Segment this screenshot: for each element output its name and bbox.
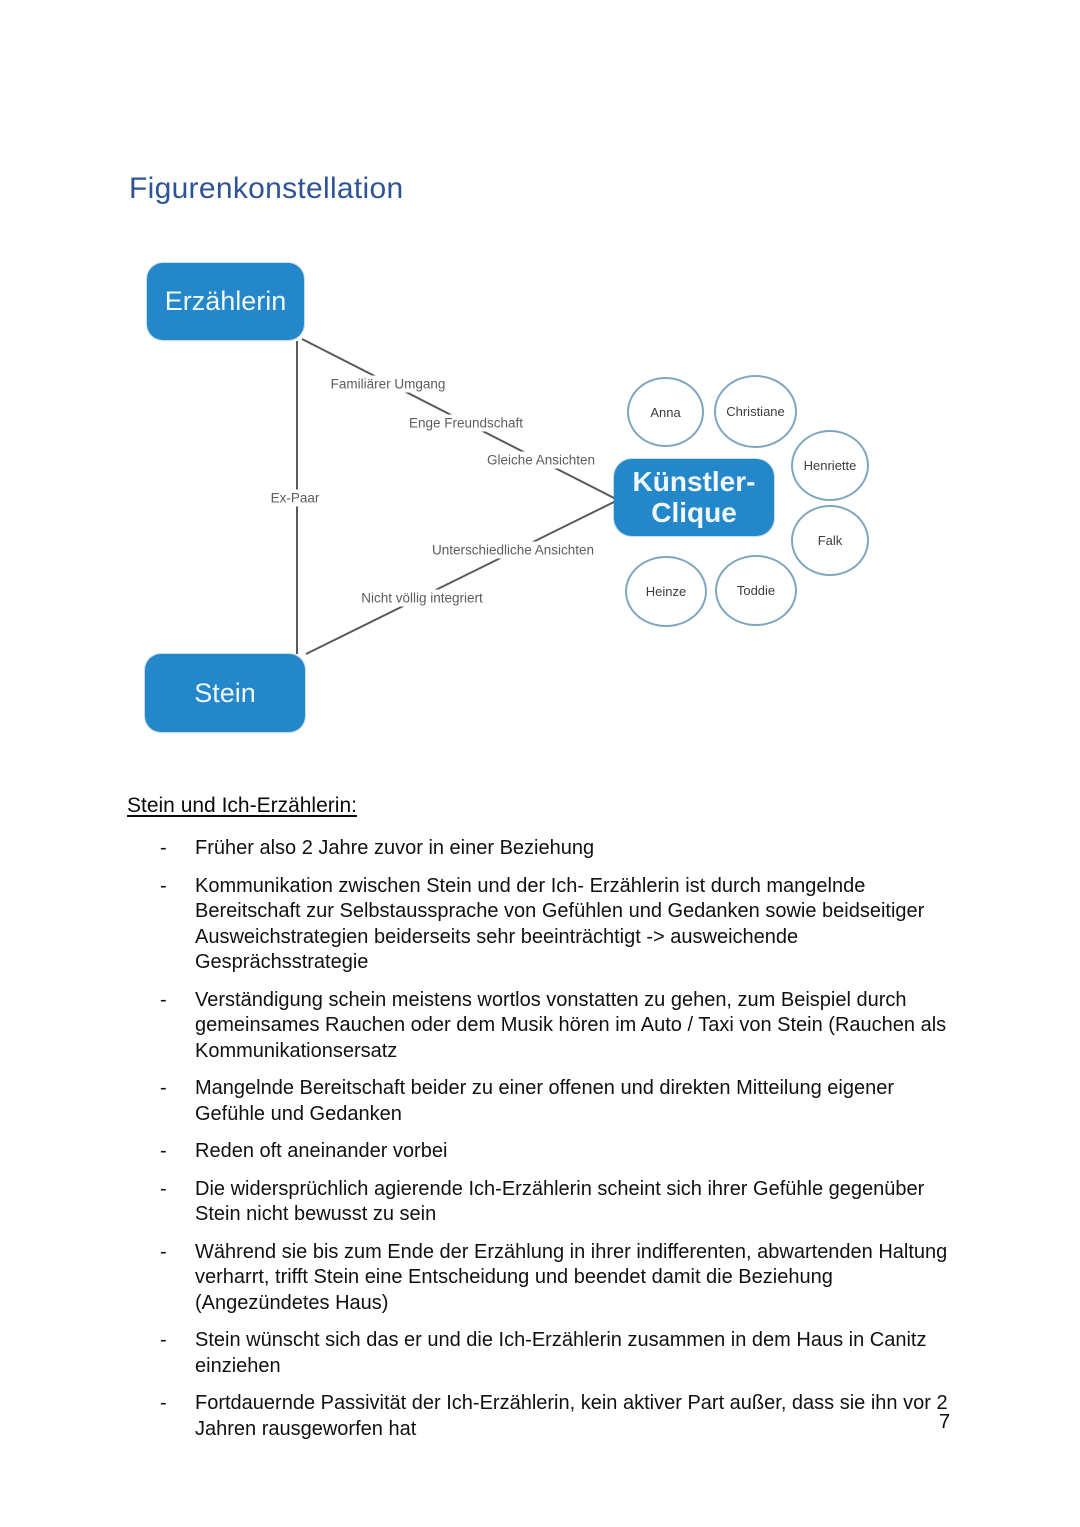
page-title: Figurenkonstellation: [129, 172, 404, 205]
list-item: - Reden oft aneinander vorbei: [160, 1139, 968, 1165]
list-item: - Die widersprüchlich agierende Ich-Erzä…: [160, 1177, 968, 1228]
list-item: - Früher also 2 Jahre zuvor in einer Bez…: [160, 836, 968, 862]
bullet-marker: -: [160, 1140, 167, 1162]
edge-label-ex-paar: Ex-Paar: [265, 489, 325, 507]
list-item: - Mangelnde Bereitschaft beider zu einer…: [160, 1076, 968, 1127]
node-stein: Stein: [145, 654, 305, 732]
member-circle-christiane: Christiane: [714, 375, 797, 448]
bullet-text: Verständigung schein meistens wortlos vo…: [195, 988, 947, 1062]
node-kuenstler-clique: Künstler- Clique: [614, 459, 774, 536]
node-erzaehlerin: Erzählerin: [147, 263, 304, 340]
list-item: - Kommunikation zwischen Stein und der I…: [160, 874, 968, 976]
bullet-marker: -: [160, 1177, 167, 1200]
bullet-marker: -: [160, 1329, 167, 1351]
list-item: - Fortdauernde Passivität der Ich-Erzähl…: [160, 1391, 968, 1442]
node-kuenstler-clique-line2: Clique: [651, 496, 737, 528]
member-circle-henriette: Henriette: [791, 430, 869, 501]
member-circle-heinze: Heinze: [625, 556, 707, 627]
edge-stein-clique: [305, 500, 617, 655]
bullet-text: Reden oft aneinander vorbei: [195, 1140, 448, 1162]
list-item: - Während sie bis zum Ende der Erzählung…: [160, 1240, 968, 1317]
list-item: - Verständigung schein meistens wortlos …: [160, 988, 968, 1065]
bullet-text: Kommunikation zwischen Stein und der Ich…: [195, 874, 925, 974]
member-circle-anna: Anna: [627, 377, 704, 447]
section-heading: Stein und Ich-Erzählerin:: [127, 794, 357, 817]
bullet-text: Früher also 2 Jahre zuvor in einer Bezie…: [195, 837, 595, 859]
edge-label-enge-freundschaft: Enge Freundschaft: [403, 414, 529, 432]
edge-label-gleiche-ansichten: Gleiche Ansichten: [481, 451, 601, 469]
bullet-marker: -: [160, 1240, 167, 1263]
edge-label-nicht-voellig-integriert: Nicht völlig integriert: [356, 589, 488, 607]
bullet-marker: -: [160, 1077, 167, 1099]
edge-label-familiaerer-umgang: Familiärer Umgang: [325, 375, 451, 393]
list-item: - Stein wünscht sich das er und die Ich-…: [160, 1328, 968, 1379]
bullet-text: Mangelnde Bereitschaft beider zu einer o…: [195, 1077, 894, 1125]
member-circle-toddie: Toddie: [715, 555, 797, 626]
bullet-text: Die widersprüchlich agierende Ich-Erzähl…: [195, 1177, 925, 1226]
bullet-marker: -: [160, 837, 167, 859]
bullet-text: Fortdauernde Passivität der Ich-Erzähler…: [195, 1392, 948, 1440]
edge-label-unterschiedliche-ansichten: Unterschiedliche Ansichten: [426, 541, 600, 559]
bullet-text: Während sie bis zum Ende der Erzählung i…: [195, 1240, 948, 1314]
bullet-marker: -: [160, 874, 167, 897]
bullet-marker: -: [160, 1392, 167, 1414]
member-circle-falk: Falk: [791, 505, 869, 576]
bullet-text: Stein wünscht sich das er und die Ich-Er…: [195, 1329, 927, 1377]
bullet-marker: -: [160, 988, 167, 1011]
node-kuenstler-clique-line1: Künstler-: [632, 466, 756, 498]
page-number: 7: [939, 1411, 951, 1433]
bullet-list: - Früher also 2 Jahre zuvor in einer Bez…: [160, 836, 968, 1454]
